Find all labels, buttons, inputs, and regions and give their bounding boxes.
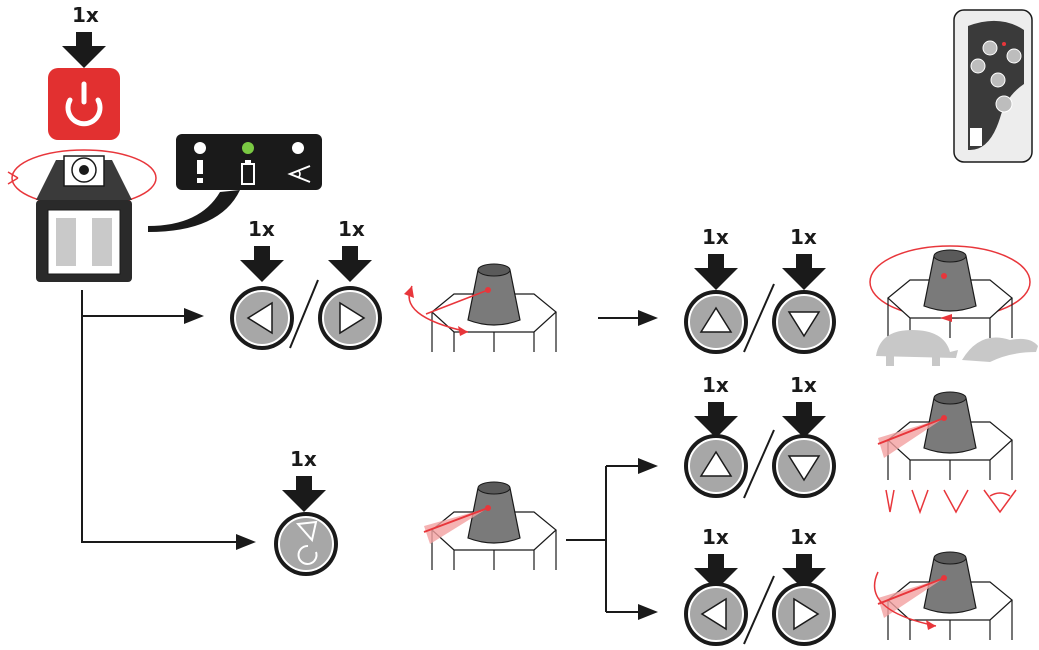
press-arrow-icon	[282, 476, 326, 512]
left-button[interactable]	[229, 285, 295, 351]
press-arrow-icon	[782, 254, 826, 290]
power-count-label: 1x	[72, 3, 99, 27]
up-button[interactable]	[683, 289, 749, 355]
up-arrow-icon	[699, 450, 733, 477]
tilt-angle-icon	[287, 165, 311, 183]
right-count-label-2: 1x	[790, 525, 817, 549]
rotation-speed-illustration	[869, 245, 1031, 339]
rotary-laser-device	[7, 149, 157, 282]
battery-led	[242, 142, 254, 154]
right-button[interactable]	[317, 285, 383, 351]
up-count-label: 1x	[702, 225, 729, 249]
status-panel	[148, 134, 322, 232]
up-arrow-icon	[699, 306, 733, 333]
down-arrow-icon	[787, 455, 821, 482]
warning-led	[194, 142, 206, 154]
scan-angle-icons	[885, 489, 1017, 515]
power-button[interactable]	[48, 68, 120, 140]
down-button[interactable]	[771, 289, 837, 355]
left-button-2[interactable]	[683, 581, 749, 647]
down-count-label-2: 1x	[790, 373, 817, 397]
rotation-direction-illustration	[404, 263, 557, 353]
down-button-2[interactable]	[771, 433, 837, 499]
beam-position-illustration	[873, 551, 1013, 641]
left-arrow-icon	[246, 301, 273, 335]
tilt-led	[292, 142, 304, 154]
left-count-label: 1x	[248, 217, 275, 241]
mode-button[interactable]	[273, 511, 339, 577]
right-arrow-icon	[793, 597, 820, 631]
press-arrow-icon	[782, 402, 826, 438]
down-arrow-icon	[787, 311, 821, 338]
mode-count-label: 1x	[290, 447, 317, 471]
up-button-2[interactable]	[683, 433, 749, 499]
press-arrow-icon	[240, 246, 284, 282]
right-arrow-icon	[339, 301, 366, 335]
right-count-label: 1x	[338, 217, 365, 241]
press-arrow-icon	[694, 402, 738, 438]
power-icon	[65, 81, 103, 127]
remote-control	[953, 9, 1033, 163]
turtle-icon	[876, 330, 958, 366]
down-count-label: 1x	[790, 225, 817, 249]
up-count-label-2: 1x	[702, 373, 729, 397]
scan-mode-icon	[295, 520, 318, 565]
press-arrow-icon	[328, 246, 372, 282]
press-arrow-icon	[694, 254, 738, 290]
line-beam-illustration	[423, 481, 557, 571]
battery-icon	[241, 160, 255, 185]
left-count-label-2: 1x	[702, 525, 729, 549]
left-arrow-icon	[700, 597, 727, 631]
right-button-2[interactable]	[771, 581, 837, 647]
rabbit-icon	[962, 337, 1038, 362]
scan-width-illustration	[877, 391, 1013, 481]
press-arrow-icon	[62, 32, 106, 68]
exclamation-icon	[197, 160, 203, 183]
